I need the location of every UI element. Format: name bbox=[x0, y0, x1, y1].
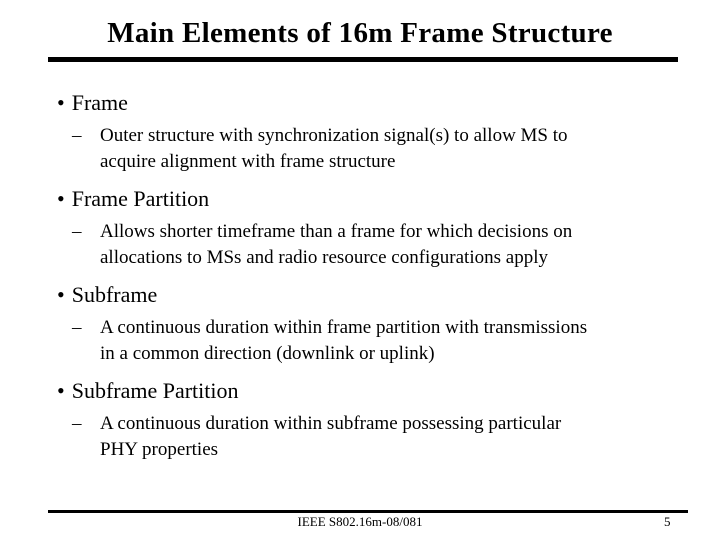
title-underline bbox=[48, 57, 678, 62]
dash-icon: – bbox=[72, 125, 82, 146]
footer-doc-id: IEEE S802.16m-08/081 bbox=[297, 514, 423, 529]
sub-bullet-text: Outer structure with synchronization sig… bbox=[100, 123, 672, 175]
sub-bullet-text-line: Allows shorter timeframe than a frame fo… bbox=[100, 221, 573, 242]
slide-body: • Frame – Outer structure with synchroni… bbox=[57, 88, 672, 472]
bullet-item: • Frame Partition – Allows shorter timef… bbox=[57, 184, 672, 271]
bullet-item: • Subframe Partition – A continuous dura… bbox=[57, 376, 672, 463]
bullet-label: Subframe bbox=[71, 282, 158, 307]
sub-bullet-text-line: A continuous duration within subframe po… bbox=[100, 413, 562, 434]
bullet-marker-icon: • bbox=[57, 378, 65, 403]
sub-bullet: – A continuous duration within subframe … bbox=[57, 411, 672, 463]
sub-bullet: – Allows shorter timeframe than a frame … bbox=[57, 219, 672, 271]
sub-bullet-text: Allows shorter timeframe than a frame fo… bbox=[100, 219, 672, 271]
footer-divider bbox=[48, 510, 688, 513]
dash-icon: – bbox=[72, 221, 82, 242]
bullet-marker-icon: • bbox=[57, 282, 65, 307]
sub-bullet-text-line: PHY properties bbox=[100, 439, 219, 460]
bullet-line: • Subframe bbox=[57, 280, 672, 310]
bullet-line: • Frame bbox=[57, 88, 672, 118]
page-number: 5 bbox=[664, 514, 671, 529]
bullet-line: • Frame Partition bbox=[57, 184, 672, 214]
sub-bullet-text-line: Outer structure with synchronization sig… bbox=[100, 125, 568, 146]
sub-bullet: – Outer structure with synchronization s… bbox=[57, 123, 672, 175]
bullet-item: • Frame – Outer structure with synchroni… bbox=[57, 88, 672, 175]
bullet-item: • Subframe – A continuous duration withi… bbox=[57, 280, 672, 367]
sub-bullet-text: A continuous duration within subframe po… bbox=[100, 411, 672, 463]
sub-bullet-text-line: A continuous duration within frame parti… bbox=[100, 317, 588, 338]
sub-bullet-text-line: acquire alignment with frame structure bbox=[100, 151, 396, 172]
bullet-label: Frame bbox=[71, 90, 128, 115]
dash-icon: – bbox=[72, 413, 82, 434]
sub-bullet: – A continuous duration within frame par… bbox=[57, 315, 672, 367]
sub-bullet-text: A continuous duration within frame parti… bbox=[100, 315, 672, 367]
page-title: Main Elements of 16m Frame Structure bbox=[107, 17, 613, 49]
bullet-marker-icon: • bbox=[57, 90, 65, 115]
bullet-label: Frame Partition bbox=[71, 186, 210, 211]
bullet-line: • Subframe Partition bbox=[57, 376, 672, 406]
sub-bullet-text-line: allocations to MSs and radio resource co… bbox=[100, 247, 548, 268]
dash-icon: – bbox=[72, 317, 82, 338]
bullet-marker-icon: • bbox=[57, 186, 65, 211]
sub-bullet-text-line: in a common direction (downlink or uplin… bbox=[100, 343, 435, 364]
bullet-label: Subframe Partition bbox=[71, 378, 239, 403]
